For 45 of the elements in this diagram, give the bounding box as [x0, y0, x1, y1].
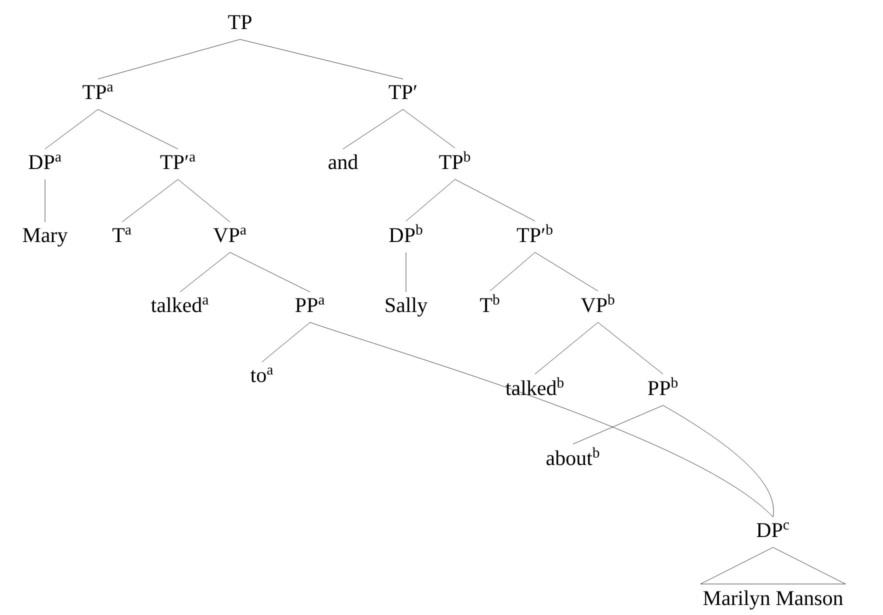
- tree-label: TP′: [388, 85, 417, 99]
- tree-branch: [598, 322, 664, 374]
- tree-branch: [262, 322, 310, 362]
- tree-label: TP$^{b}$: [439, 151, 470, 169]
- tree-label: talked$^{a}$: [151, 297, 208, 312]
- tree-label: PP$^{b}$: [648, 377, 678, 395]
- tree-label: TP$^{a}$: [82, 84, 114, 99]
- tree-label: PP$^{a}$: [295, 298, 324, 312]
- tree-branch: [44, 109, 98, 150]
- tree-branch: [122, 179, 178, 222]
- tree-label: VP$^{b}$: [580, 294, 614, 312]
- tree-branch: [454, 179, 536, 222]
- movement-line: [662, 405, 774, 518]
- tree-label: DP$^{b}$: [389, 224, 422, 242]
- tree-label: TP′$^{a}$: [160, 154, 196, 169]
- tree-label: VP$^{a}$: [213, 228, 246, 242]
- tree-label: Marilyn Manson: [703, 590, 843, 610]
- tree-label: DP$^{c}$: [756, 522, 789, 538]
- movement-line: [310, 322, 774, 518]
- tree-branch: [534, 252, 598, 292]
- tree-branch: [180, 252, 230, 292]
- tree-branch: [402, 109, 456, 148]
- tree-label: talked$^{b}$: [506, 377, 564, 396]
- tree-label: about$^{b}$: [546, 447, 600, 466]
- tree-label: TP′$^{b}$: [516, 224, 552, 242]
- tree-branch: [572, 405, 664, 444]
- tree-branch: [98, 109, 178, 150]
- tree-branch: [534, 322, 598, 374]
- tree-label: T$^{a}$: [112, 228, 132, 242]
- tree-label: and: [328, 154, 358, 170]
- tree-branch: [490, 252, 536, 292]
- tree-label: Mary: [22, 228, 68, 247]
- triangle-branch: [700, 547, 846, 584]
- tree-label: to$^{a}$: [250, 368, 273, 382]
- tree-branch: [230, 252, 310, 292]
- tree-branch: [406, 179, 456, 222]
- tree-label: T$^{b}$: [480, 294, 500, 312]
- tree-branch: [240, 39, 404, 80]
- tree-branch: [44, 179, 46, 222]
- tree-label: TP: [228, 15, 252, 29]
- tree-branch: [342, 109, 404, 150]
- tree-branch: [98, 39, 240, 80]
- tree-label: DP$^{a}$: [28, 154, 62, 170]
- tree-branch: [178, 179, 230, 222]
- tree-label: Sally: [386, 297, 428, 317]
